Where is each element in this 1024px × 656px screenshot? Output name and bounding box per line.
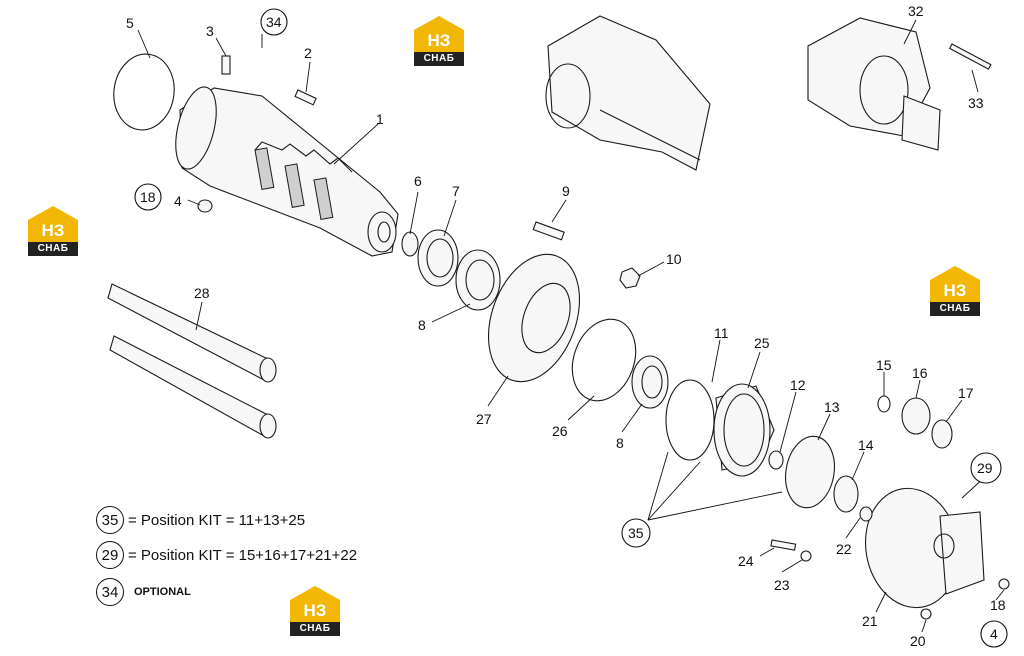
part-snap-ring-11 xyxy=(665,379,715,461)
part-bolt-24 xyxy=(770,539,797,551)
label-17: 17 xyxy=(958,385,974,401)
label-15: 15 xyxy=(876,357,892,373)
assembly-view-housing xyxy=(545,15,711,171)
label-33: 33 xyxy=(968,95,984,111)
part-washer-14 xyxy=(833,475,859,513)
legend-kit-35: 35 = Position KIT = 11+13+25 xyxy=(96,506,305,534)
label-24: 24 xyxy=(738,553,754,569)
label-10: 10 xyxy=(666,251,682,267)
part-bearing-8a xyxy=(455,249,501,311)
label-8b: 8 xyxy=(616,435,624,451)
label-13: 13 xyxy=(824,399,840,415)
label-32: 32 xyxy=(908,3,924,19)
label-11: 11 xyxy=(714,325,729,341)
watermark-logo-bottom: НЗ СНАБ xyxy=(288,584,342,638)
label-7: 7 xyxy=(452,183,460,199)
circled-label-35: 35 xyxy=(621,518,651,548)
label-2: 2 xyxy=(304,45,312,61)
svg-text:34: 34 xyxy=(266,14,282,30)
part-plug-18 xyxy=(998,578,1010,590)
label-22: 22 xyxy=(836,541,852,557)
part-hub-27 xyxy=(487,253,581,383)
part-washer-22 xyxy=(859,506,873,522)
watermark-logo-right: НЗ СНАБ xyxy=(928,264,982,318)
label-18b: 18 xyxy=(990,597,1006,613)
label-21: 21 xyxy=(862,613,878,629)
part-ring-6 xyxy=(401,231,419,257)
part-stud-9 xyxy=(532,221,565,241)
part-plug-20 xyxy=(920,608,932,620)
part-nut-10 xyxy=(619,267,641,289)
label-27: 27 xyxy=(476,411,492,427)
label-5: 5 xyxy=(126,15,134,31)
part-half-shaft-28 xyxy=(107,283,277,439)
label-9: 9 xyxy=(562,183,570,199)
label-12: 12 xyxy=(790,377,806,393)
part-axle-housing-1 xyxy=(175,86,399,257)
label-23: 23 xyxy=(774,577,790,593)
part-breather-3 xyxy=(221,55,231,75)
label-14: 14 xyxy=(858,437,874,453)
part-labels: 1 2 3 4 5 6 7 8 8 9 10 11 12 13 14 15 16… xyxy=(126,3,1006,649)
part-planetary-housing-21 xyxy=(864,487,985,609)
watermark-logo-top: НЗ СНАБ xyxy=(412,14,466,68)
leader-lines xyxy=(137,19,1005,633)
legend-kit-29-number: 29 xyxy=(96,541,124,569)
svg-text:35: 35 xyxy=(628,525,644,541)
part-ring-12 xyxy=(768,450,784,470)
label-4: 4 xyxy=(174,193,182,209)
part-circlip-15 xyxy=(877,395,891,413)
label-28: 28 xyxy=(194,285,210,301)
watermark-logo-left: НЗ СНАБ xyxy=(26,204,80,258)
part-nut-23 xyxy=(800,550,812,562)
part-seal-7 xyxy=(417,229,459,287)
part-o-ring-5 xyxy=(113,53,175,131)
legend-kit-29-text: = Position KIT = 15+16+17+21+22 xyxy=(128,546,358,564)
assembly-view-wheel-end xyxy=(807,17,941,151)
circled-label-4: 4 xyxy=(980,620,1008,648)
part-ring-gear-25 xyxy=(713,383,775,477)
part-gear-17 xyxy=(931,419,953,449)
legend-optional-34-number: 34 xyxy=(96,578,124,606)
label-16: 16 xyxy=(912,365,928,381)
legend-optional-34-text: OPTIONAL xyxy=(134,586,191,598)
part-plug-4 xyxy=(197,199,213,213)
svg-text:18: 18 xyxy=(140,189,156,205)
label-6: 6 xyxy=(414,173,422,189)
legend-kit-35-text: = Position KIT = 11+13+25 xyxy=(128,511,306,529)
label-8a: 8 xyxy=(418,317,426,333)
legend-kit-35-number: 35 xyxy=(96,506,124,534)
part-bolt-33 xyxy=(948,43,992,70)
label-26: 26 xyxy=(552,423,568,439)
legend-kit-29: 29 = Position KIT = 15+16+17+21+22 xyxy=(96,541,357,569)
svg-text:4: 4 xyxy=(990,626,998,642)
part-planet-carrier-13 xyxy=(785,435,835,509)
part-bearing-8b xyxy=(631,355,669,409)
label-25: 25 xyxy=(754,335,770,351)
circled-label-18: 18 xyxy=(134,183,162,211)
label-3: 3 xyxy=(206,23,214,39)
circled-label-29: 29 xyxy=(970,452,1002,484)
part-bolt-2 xyxy=(294,89,317,106)
svg-text:29: 29 xyxy=(977,460,993,476)
part-gear-16 xyxy=(901,397,931,435)
label-20: 20 xyxy=(910,633,926,649)
legend-optional-34: 34 OPTIONAL xyxy=(96,578,191,606)
label-1: 1 xyxy=(376,111,384,127)
circled-label-34: 34 xyxy=(260,8,288,36)
